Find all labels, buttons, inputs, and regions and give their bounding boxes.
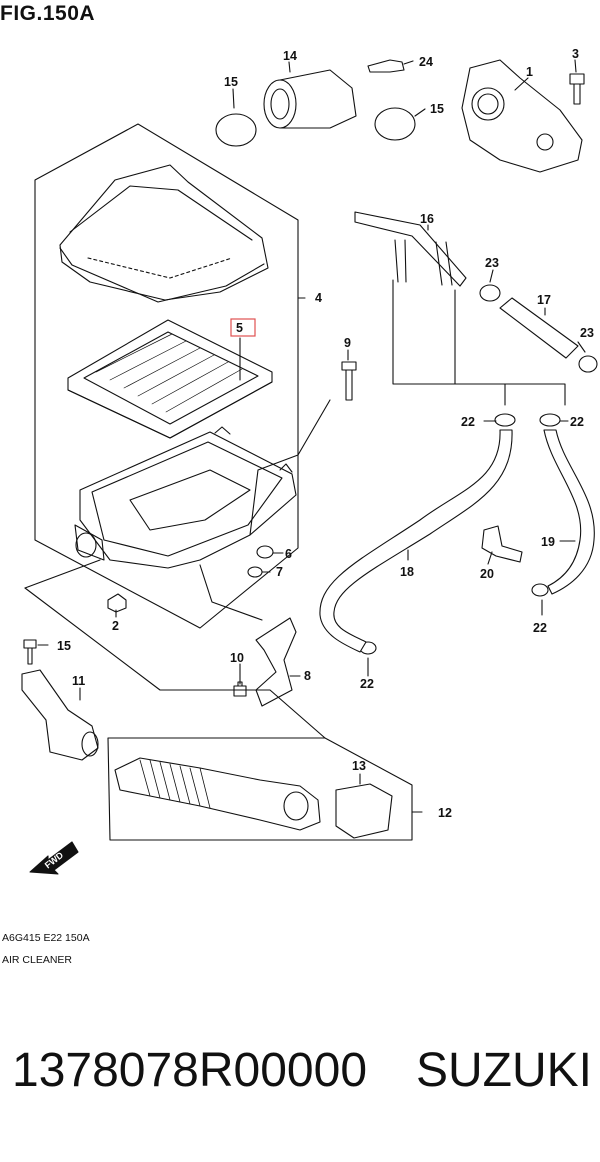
callout-2: 2 [112, 619, 119, 633]
callout-11: 11 [72, 674, 85, 688]
clamp-23-lower [578, 355, 598, 373]
bolt-3 [569, 73, 585, 105]
callout-8: 8 [304, 669, 311, 683]
callout-17: 16 [420, 212, 434, 226]
lower-case [74, 426, 297, 569]
part-number: 1378078R00000 [12, 1044, 368, 1097]
callout-14: 14 [283, 49, 297, 63]
brand-name: SUZUKI [416, 1044, 593, 1097]
callout-24: 24 [419, 55, 433, 69]
figure-title: FIG.150A [0, 2, 96, 25]
callout-7: 7 [276, 565, 283, 579]
callout-4: 4 [315, 291, 322, 305]
hose-20 [543, 429, 595, 595]
callout-22-d: 22 [533, 621, 547, 635]
sensor-24 [367, 59, 405, 73]
callout-5: 5 [236, 321, 243, 335]
callout-18: 17 [537, 293, 551, 307]
air-inlet-hose-12 [114, 757, 321, 831]
parts-diagram: 14 24 3 15 1 15 16 23 17 4 5 9 23 22 22 … [21, 47, 598, 875]
highlight-box-5 [230, 318, 256, 337]
hose-17 [354, 211, 467, 287]
callout-1: 1 [526, 65, 533, 79]
callout-22-a: 22 [461, 415, 475, 429]
grommet-6 [256, 545, 274, 559]
callout-15-left: 15 [224, 75, 238, 89]
callout-10: 10 [230, 651, 244, 665]
clamp-15-left [215, 113, 257, 147]
frame-hose-17-left [392, 279, 506, 406]
callout-12: 12 [438, 806, 452, 820]
drawing-caption: AIR CLEANER [2, 954, 73, 966]
clamp-23-upper [479, 284, 501, 302]
callout-13: 13 [352, 759, 366, 773]
frame-hose-17-18 [454, 289, 566, 406]
bracket-8 [255, 617, 297, 707]
footer-band [0, 968, 600, 1162]
callout-16: 15 [57, 639, 71, 653]
clamp-15-right [374, 107, 416, 141]
clip-7 [247, 566, 263, 578]
callout-23-upper: 23 [485, 256, 499, 270]
intake-elbow-1 [461, 59, 583, 173]
resonator-11 [21, 669, 99, 761]
callout-22-b: 22 [570, 415, 584, 429]
upper-case-cover [59, 164, 269, 303]
bracket-21 [481, 525, 523, 563]
pad-13 [335, 783, 393, 839]
callout-15-right: 15 [430, 102, 444, 116]
callout-20: 19 [541, 535, 555, 549]
frame-air-cleaner-4 [34, 123, 299, 629]
intake-duct-14 [263, 69, 357, 129]
clamp-22-d [531, 583, 549, 597]
callout-19: 18 [400, 565, 414, 579]
callout-23-lower: 23 [580, 326, 594, 340]
bolt-9 [341, 361, 357, 401]
callout-9: 9 [344, 336, 351, 350]
clamp-22-b [539, 413, 561, 427]
callout-21: 20 [480, 567, 494, 581]
clamp-22-a [494, 413, 516, 427]
fwd-arrow-icon [29, 841, 79, 875]
hose-19 [319, 429, 513, 653]
callout-3: 3 [572, 47, 579, 61]
bolt-16 [23, 639, 37, 665]
callout-6: 6 [285, 547, 292, 561]
hose-18 [499, 297, 579, 359]
callout-22-c: 22 [360, 677, 374, 691]
drawing-code: A6G415 E22 150A [2, 932, 90, 944]
filter-element [67, 319, 273, 439]
mount-2 [107, 593, 127, 613]
